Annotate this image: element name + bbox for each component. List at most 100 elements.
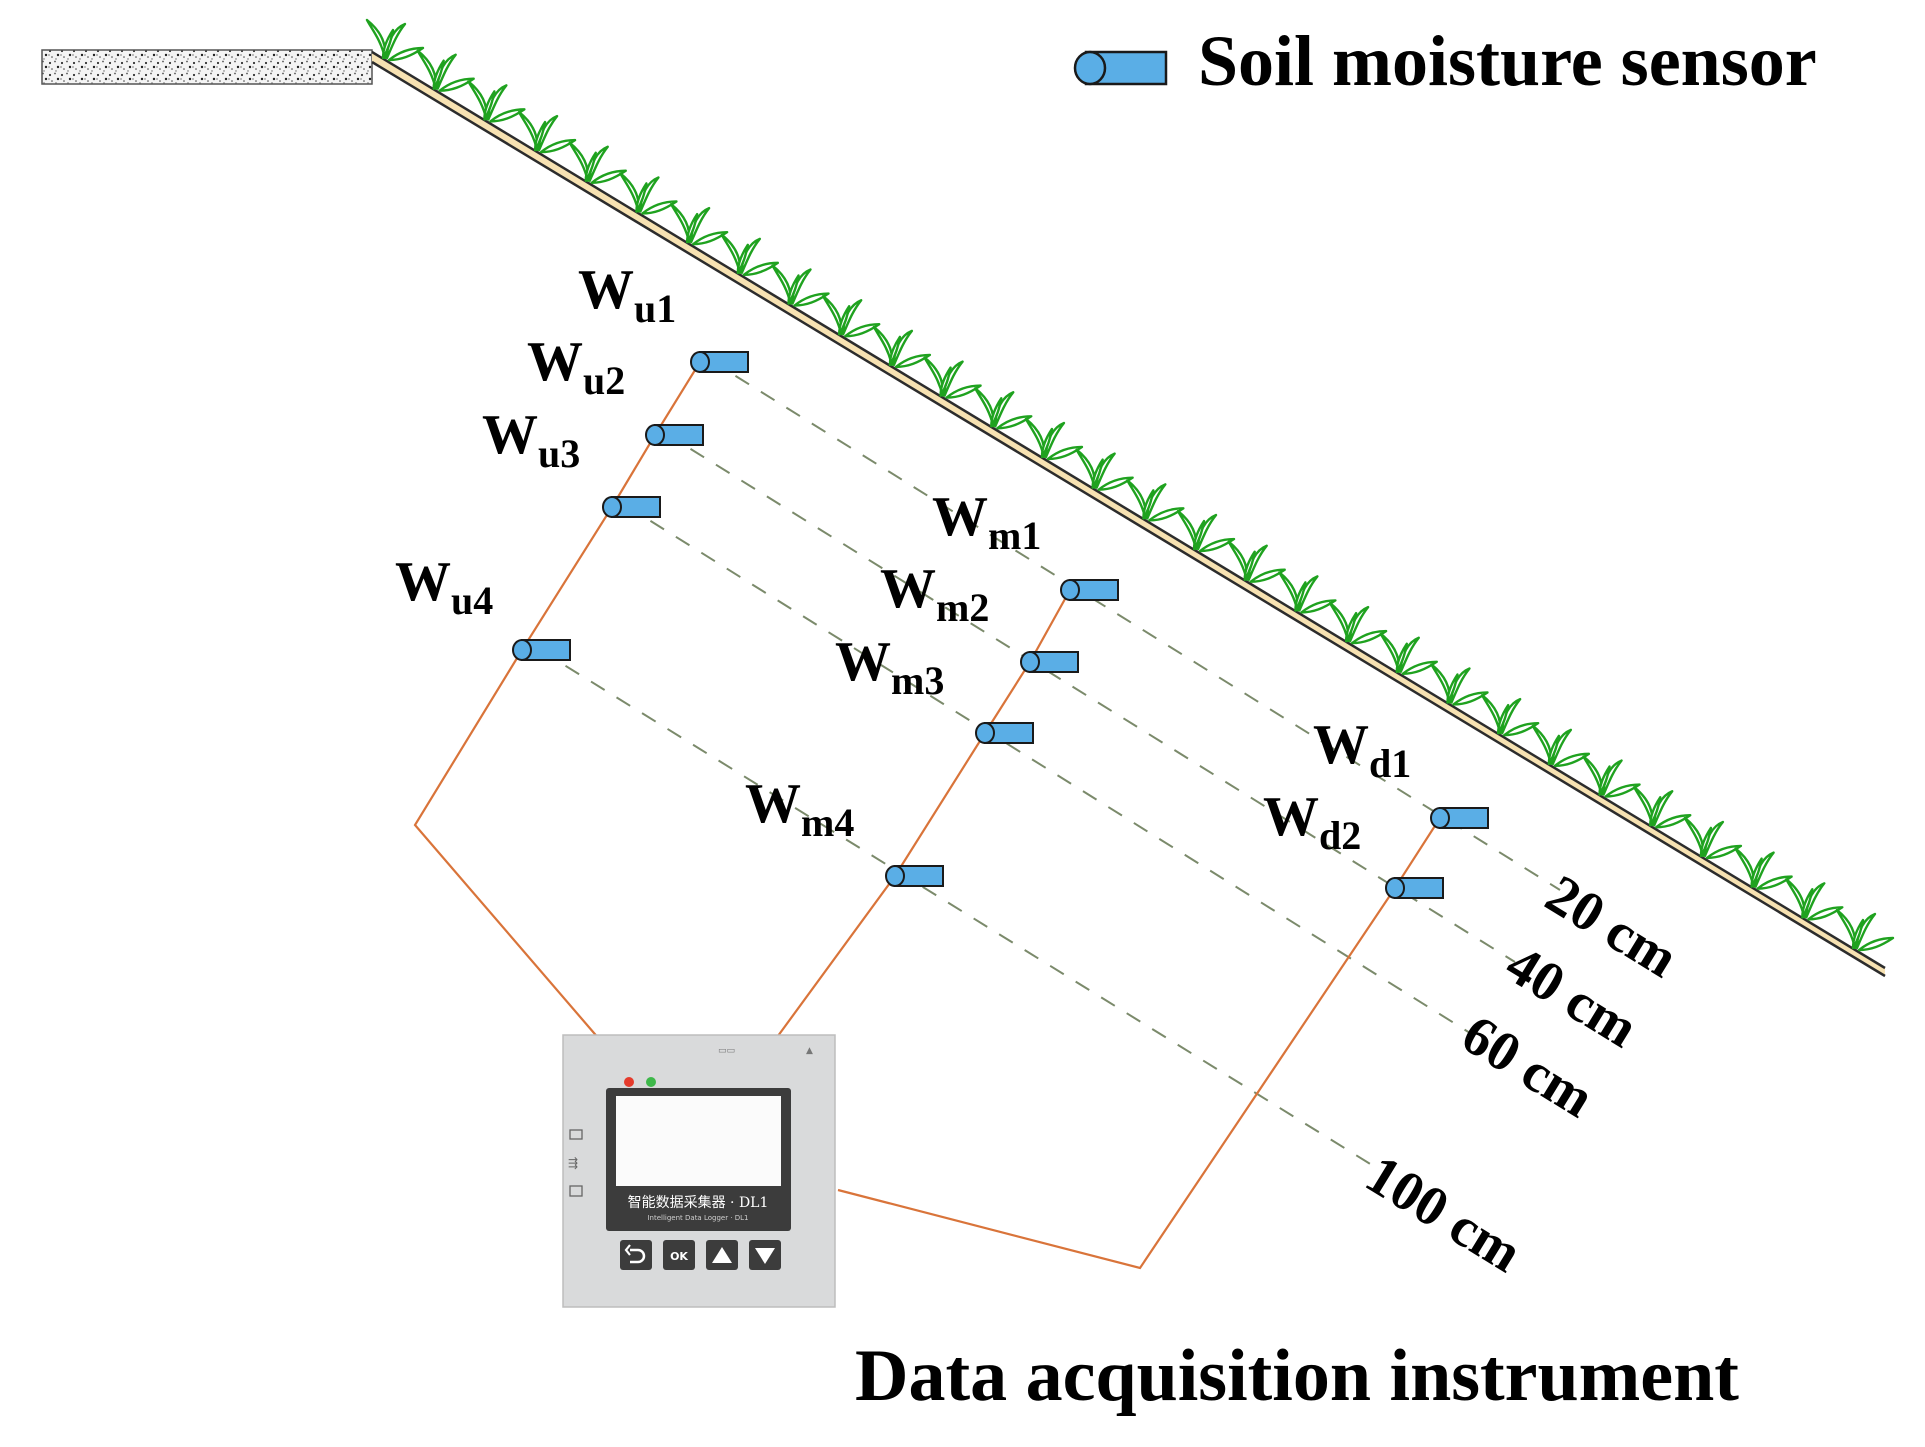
grass-tuft	[619, 172, 678, 215]
slope-top-edge	[371, 50, 1886, 970]
device-caption: Data acquisition instrument	[855, 1335, 1739, 1417]
device-up-button[interactable]	[706, 1240, 738, 1270]
grass-tuft	[1227, 540, 1286, 583]
device-top-glyph-icon: ▭▭	[718, 1046, 735, 1056]
grass-tuft	[822, 295, 881, 338]
data-logger-device: ▭▭ ▲ ⇶ 智能数据采集器 · DL1 Intelligent Data Lo…	[562, 1034, 836, 1308]
label-wu2: Wu2	[527, 331, 625, 403]
grass-tuft	[1379, 632, 1438, 675]
grass-tuft	[1582, 755, 1641, 798]
label-wm1: Wm1	[932, 486, 1041, 558]
sensor-wd1	[1430, 807, 1489, 829]
device-ok-button[interactable]: OK	[663, 1240, 695, 1270]
sensor-wu3	[602, 496, 661, 518]
sensor-wu1	[690, 351, 749, 373]
label-wu4-base: W	[395, 551, 451, 613]
label-wd1-base: W	[1313, 714, 1369, 776]
label-wm1-base: W	[932, 486, 988, 548]
sensor-wm4	[885, 865, 944, 887]
device-title: 智能数据采集器 · DL1	[628, 1194, 769, 1211]
device-back-button[interactable]	[620, 1240, 652, 1270]
grass-vegetation	[365, 18, 1895, 952]
grass-tuft	[568, 141, 627, 184]
legend: Soil moisture sensor	[1073, 21, 1817, 101]
device-screen	[616, 1096, 781, 1186]
label-wm3-sub: m3	[891, 658, 944, 703]
label-wm2-base: W	[880, 558, 936, 620]
slope-fill	[372, 52, 1885, 976]
arrow-down-icon	[755, 1248, 775, 1264]
label-wm4-sub: m4	[801, 800, 854, 845]
depth-lines	[539, 359, 1561, 1171]
slope-bottom-edge	[371, 60, 1886, 978]
sensor-wu2	[645, 424, 704, 446]
grass-tuft	[1480, 693, 1540, 737]
gravel-bench	[41, 49, 373, 85]
grass-tuft	[1633, 786, 1692, 829]
grass-tuft	[720, 233, 780, 277]
sensor-wm1	[1060, 579, 1119, 601]
label-wu4: Wu4	[395, 551, 493, 623]
device-display-port-icon	[569, 1185, 583, 1197]
label-wu1: Wu1	[578, 259, 676, 331]
label-wu3-sub: u3	[538, 431, 580, 476]
sensor-wd2	[1385, 877, 1444, 899]
label-wm4: Wm4	[745, 773, 854, 845]
sensor-labels: Wu1 Wu2 Wu3 Wu4 Wm1 Wm2 Wm3 Wm4 Wd1 Wd2	[395, 259, 1411, 858]
cable-upslope	[413, 361, 701, 1041]
device-down-button[interactable]	[749, 1240, 781, 1270]
grass-tuft	[1328, 601, 1388, 645]
sensor-group	[512, 351, 1489, 899]
grass-tuft	[416, 49, 475, 92]
device-ok-label: OK	[670, 1250, 688, 1263]
depth-labels: 20 cm 40 cm 60 cm 100 cm	[1355, 863, 1688, 1284]
grass-tuft	[1126, 479, 1185, 522]
grass-tuft	[365, 18, 425, 62]
return-icon	[630, 1248, 646, 1264]
label-wm1-sub: m1	[988, 513, 1041, 558]
grass-tuft	[669, 202, 729, 246]
device-red-led	[624, 1077, 634, 1087]
label-wu4-sub: u4	[451, 578, 493, 623]
sensor-wu4	[512, 639, 571, 661]
label-wu2-sub: u2	[583, 358, 625, 403]
label-wm3-base: W	[835, 631, 891, 693]
grass-tuft	[1024, 417, 1084, 461]
label-wd2-sub: d2	[1319, 813, 1361, 858]
grass-tuft	[1176, 509, 1236, 553]
sensor-wm2	[1020, 651, 1079, 673]
grass-tuft	[1734, 847, 1793, 890]
label-wu2-base: W	[527, 331, 583, 393]
label-wm3: Wm3	[835, 631, 944, 703]
depth-label-100cm: 100 cm	[1355, 1143, 1532, 1284]
arrow-up-icon	[712, 1247, 732, 1263]
grass-tuft	[1075, 448, 1134, 491]
label-wu1-base: W	[578, 259, 634, 321]
label-wd2: Wd2	[1263, 786, 1361, 858]
device-sd-port-icon	[569, 1129, 583, 1140]
slope-surface	[371, 50, 1886, 978]
grass-tuft	[923, 356, 982, 399]
device-antenna-icon: ▲	[806, 1046, 813, 1056]
grass-tuft	[1835, 908, 1895, 952]
label-wd1: Wd1	[1313, 714, 1411, 786]
label-wm2: Wm2	[880, 558, 989, 630]
label-wu3: Wu3	[482, 404, 580, 476]
grass-tuft	[1683, 816, 1743, 860]
depth-line-100cm	[539, 649, 1381, 1171]
device-usb-icon: ⇶	[568, 1156, 578, 1170]
grass-tuft	[771, 264, 830, 307]
label-wm2-sub: m2	[936, 585, 989, 630]
label-wu1-sub: u1	[634, 286, 676, 331]
grass-tuft	[1531, 724, 1591, 768]
legend-label: Soil moisture sensor	[1198, 21, 1817, 101]
label-wd1-sub: d1	[1369, 741, 1411, 786]
grass-tuft	[1785, 878, 1844, 921]
grass-tuft	[1278, 571, 1337, 614]
grass-tuft	[517, 110, 577, 154]
grass-tuft	[872, 325, 932, 369]
device-subtitle: Intelligent Data Logger · DL1	[647, 1214, 748, 1222]
label-wu3-base: W	[482, 404, 538, 466]
label-wd2-base: W	[1263, 786, 1319, 848]
